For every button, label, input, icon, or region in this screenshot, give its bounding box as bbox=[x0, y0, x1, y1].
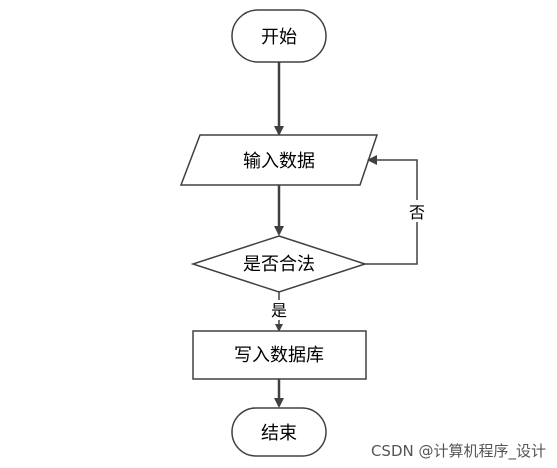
watermark-text: CSDN @计算机程序_设计 bbox=[371, 442, 546, 461]
yes-label: 是 bbox=[271, 301, 287, 320]
write-label: 写入数据库 bbox=[234, 345, 324, 366]
input-shape bbox=[179, 134, 379, 186]
decision-label: 是否合法 bbox=[243, 254, 315, 275]
no-label-bg bbox=[404, 200, 430, 222]
yes-label-bg bbox=[268, 300, 290, 320]
input-label: 输入数据 bbox=[243, 151, 315, 172]
end-label: 结束 bbox=[261, 423, 297, 444]
input-node: 输入数据 bbox=[179, 134, 379, 186]
start-label: 开始 bbox=[261, 27, 297, 48]
decision-node: 是否合法 bbox=[190, 235, 368, 293]
no-label: 否 bbox=[409, 203, 425, 222]
write-shape bbox=[192, 330, 367, 380]
write-node: 写入数据库 bbox=[192, 330, 367, 380]
end-shape bbox=[231, 407, 327, 457]
end-node: 结束 bbox=[231, 407, 327, 457]
start-node: 开始 bbox=[231, 9, 327, 63]
